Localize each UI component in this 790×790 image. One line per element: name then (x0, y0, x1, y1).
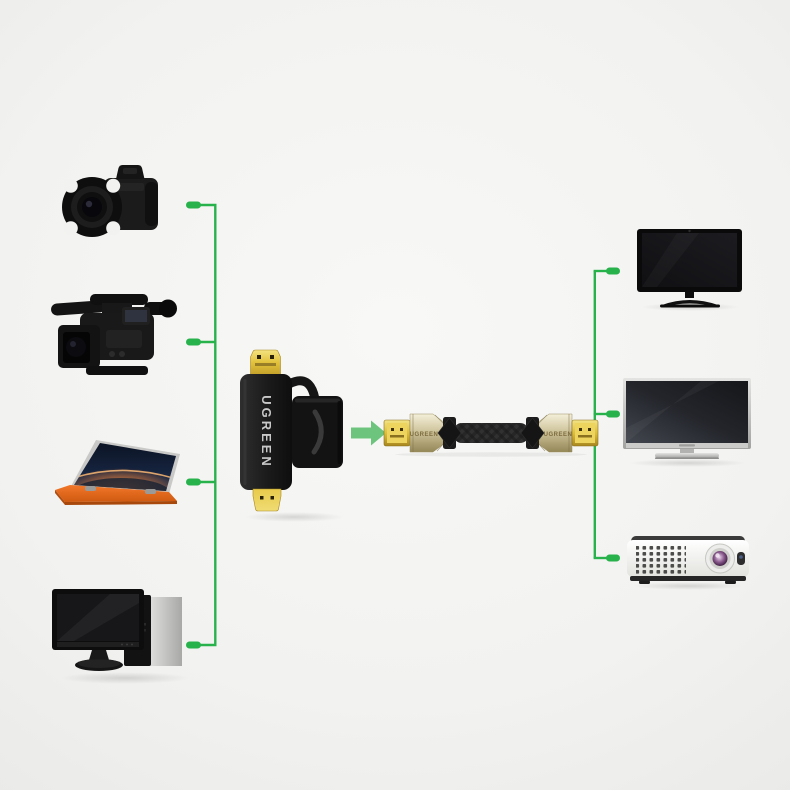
tower-side (150, 597, 182, 666)
lens-glass (66, 337, 86, 357)
hdmi-adapter: UGREEN (238, 346, 348, 516)
hdmi-female-socket (292, 396, 343, 468)
desktop-pc-icon (52, 589, 182, 671)
adapter-hook (284, 376, 320, 404)
camcorder-icon (51, 294, 177, 375)
dslr-camera (60, 162, 162, 242)
projector (627, 533, 749, 586)
monitor-screen (57, 594, 139, 641)
convertible-laptop (53, 438, 185, 516)
dslr-camera-icon (62, 165, 158, 237)
led-tv-stand (655, 453, 719, 458)
convertible-laptop-icon (55, 440, 180, 505)
adapter-brand-label: UGREEN (259, 395, 274, 469)
shotgun-mic (51, 300, 105, 316)
led-tv (623, 378, 751, 463)
projector-icon (627, 536, 749, 584)
vent-grille (636, 546, 686, 574)
camcorder (50, 286, 178, 380)
viewfinder-eyecup (159, 299, 177, 318)
right-arrow-icon (351, 419, 387, 447)
micro-hdmi-plug (252, 488, 282, 512)
mini-hdmi-plug (250, 349, 281, 376)
connector-plug-tips-right (606, 267, 620, 562)
hdmi-cable-icon: UGREEN UGREEN (383, 413, 599, 457)
cable-left-engraving: UGREEN (410, 432, 439, 438)
hdmi-cable: UGREEN UGREEN (383, 409, 599, 457)
handle (90, 294, 148, 305)
tv-icon (637, 229, 742, 308)
adapter-body (240, 374, 292, 490)
tv-screen (642, 233, 737, 287)
tv (637, 229, 743, 308)
tv-stand (662, 300, 718, 307)
lens-glass (82, 197, 102, 217)
led-tv-icon (623, 378, 751, 459)
desktop-pc (52, 585, 185, 677)
cable-right-engraving: UGREEN (544, 432, 573, 438)
hdmi-adapter-icon: UGREEN (240, 349, 343, 512)
connector-plug-tips-left (186, 201, 201, 649)
monitor-stand (89, 650, 109, 660)
left-bracket (186, 201, 217, 649)
led-tv-screen (626, 381, 748, 443)
